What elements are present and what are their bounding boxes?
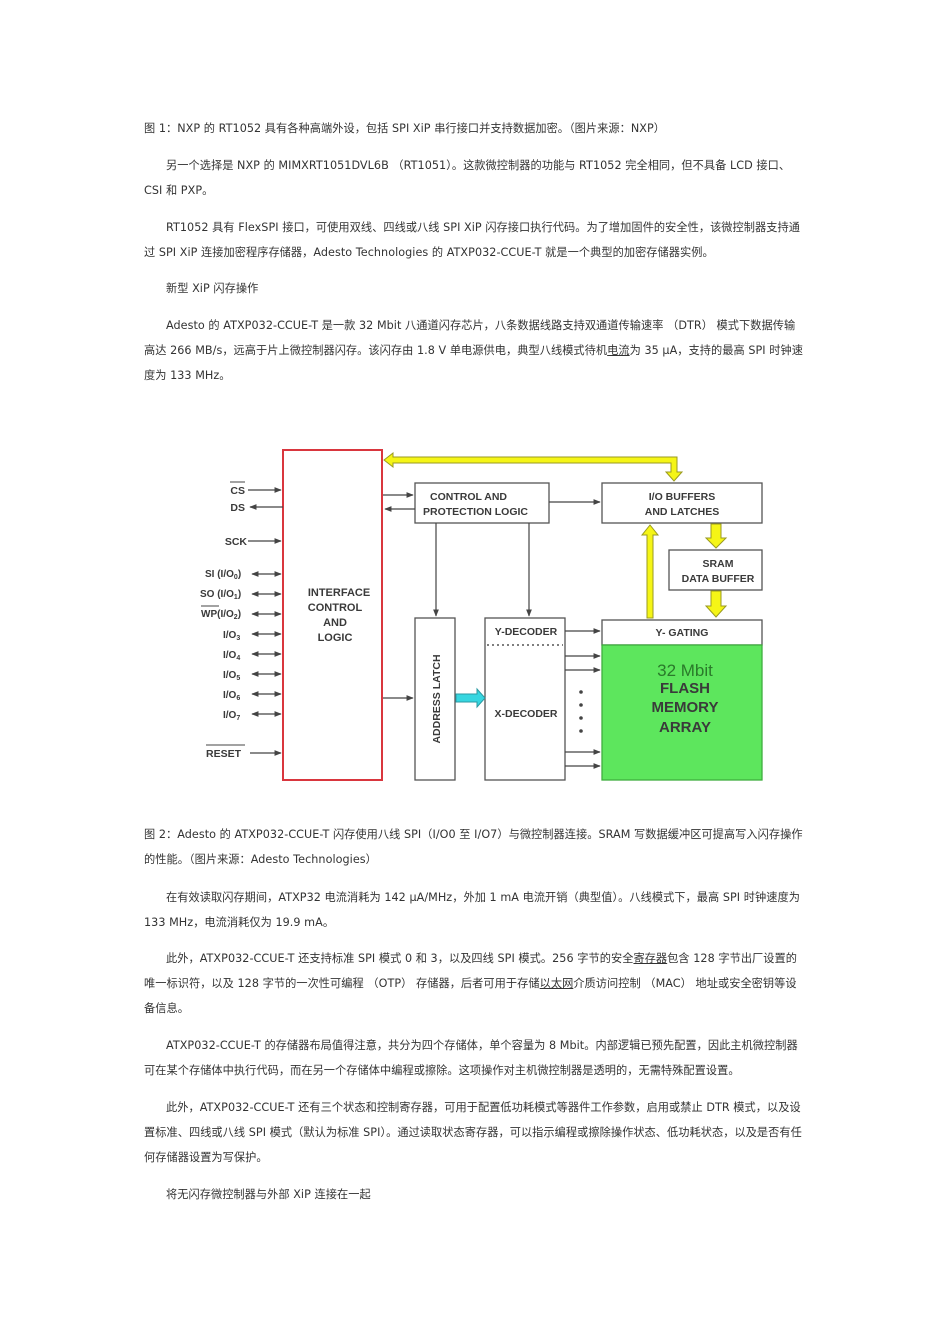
flash-capacity-label: 32 Mbit xyxy=(657,661,713,680)
control-label: PROTECTION LOGIC xyxy=(423,506,528,518)
atxp032-block-diagram: INTERFACE CONTROL AND LOGIC CS DS SCK SI… xyxy=(200,449,763,781)
pin-io5: I/O5 xyxy=(223,670,282,682)
svg-text:I/O4: I/O4 xyxy=(223,650,240,662)
svg-text:I/O7: I/O7 xyxy=(223,710,240,722)
paragraph: Adesto 的 ATXP032-CCUE-T 是一款 32 Mbit 八通道闪… xyxy=(144,313,806,388)
section-heading: 将无闪存微控制器与外部 XiP 连接在一起 xyxy=(166,1188,371,1201)
link-ethernet[interactable]: 以太网 xyxy=(539,977,574,990)
pin-reset: RESET xyxy=(206,744,282,760)
svg-text:SCK: SCK xyxy=(225,536,248,548)
svg-text:DS: DS xyxy=(230,502,245,514)
svg-text:I/O6: I/O6 xyxy=(223,690,240,702)
link-current[interactable]: 电流 xyxy=(607,344,630,357)
paragraph-text: 为 35 µA，支持的最高 SPI 时钟速度为 133 MHz。 xyxy=(144,344,803,382)
paragraph-text: Adesto 的 ATXP032-CCUE-T 是一款 32 Mbit 八通道闪… xyxy=(144,319,796,357)
flash-label: FLASH xyxy=(660,680,710,697)
paragraph: RT1052 具有 FlexSPI 接口，可使用双线、四线或八线 SPI XiP… xyxy=(144,221,800,259)
svg-text:RESET: RESET xyxy=(206,748,242,760)
pin-cs: CS xyxy=(230,481,282,497)
pin-so-io1: SO (I/O1) xyxy=(200,589,282,601)
paragraph-text: 介质访问控制 （MAC） 地址或安全密钥等设备信息。 xyxy=(144,977,797,1015)
y-gating-label: Y- GATING xyxy=(656,627,709,639)
sram-label: DATA BUFFER xyxy=(682,573,755,585)
sram-label: SRAM xyxy=(703,558,734,570)
svg-text:I/O5: I/O5 xyxy=(223,670,240,682)
interface-label: CONTROL xyxy=(308,602,363,614)
io-buffers-block xyxy=(601,482,763,524)
address-bus-arrow xyxy=(455,687,486,709)
pin-io3: I/O3 xyxy=(223,630,282,642)
paragraph: 此外，ATXP032-CCUE-T 还有三个状态和控制寄存器，可用于配置低功耗模… xyxy=(144,1101,802,1164)
paragraph: 另一个选择是 NXP 的 MIMXRT1051DVL6B （RT1051）。这款… xyxy=(144,159,791,197)
interface-control-block xyxy=(282,449,383,781)
decoder-block xyxy=(484,617,566,781)
paragraph: 在有效读取闪存期间，ATXP32 电流消耗为 142 µA/MHz，外加 1 m… xyxy=(144,891,800,929)
io-label: I/O BUFFERS xyxy=(649,491,716,503)
flash-label: ARRAY xyxy=(659,719,711,736)
pin-io4: I/O4 xyxy=(223,650,282,662)
interface-label: AND xyxy=(323,617,347,629)
sram-data-buffer-block xyxy=(668,549,763,591)
pin-ds: DS xyxy=(230,502,283,514)
pin-wp-io2: WP(I/O2) xyxy=(201,605,282,621)
paragraph-text: 此外，ATXP032-CCUE-T 还支持标准 SPI 模式 0 和 3，以及四… xyxy=(166,952,634,965)
y-gating-to-io-arrow xyxy=(640,524,660,619)
y-decoder-label: Y-DECODER xyxy=(495,626,558,638)
flash-label: MEMORY xyxy=(652,699,719,716)
data-bus-top-arrow xyxy=(383,451,684,482)
io-to-sram-arrow xyxy=(704,523,728,549)
svg-text:SI (I/O0): SI (I/O0) xyxy=(205,569,241,581)
section-heading: 新型 XiP 闪存操作 xyxy=(166,282,259,295)
link-register[interactable]: 寄存器 xyxy=(633,952,668,965)
svg-text:WP(I/O2): WP(I/O2) xyxy=(201,609,241,621)
interface-label: LOGIC xyxy=(318,632,353,644)
sram-to-y-gating-arrow xyxy=(704,590,728,618)
paragraph: 此外，ATXP032-CCUE-T 还支持标准 SPI 模式 0 和 3，以及四… xyxy=(144,946,806,1021)
pin-io7: I/O7 xyxy=(223,710,282,722)
y-gating-block xyxy=(601,619,763,646)
pin-io6: I/O6 xyxy=(223,690,282,702)
interface-label: INTERFACE xyxy=(308,587,370,599)
flash-memory-array xyxy=(601,644,763,781)
pin-sck: SCK xyxy=(225,536,282,548)
figure-2-caption: 图 2：Adesto 的 ATXP032-CCUE-T 闪存使用八线 SPI（I… xyxy=(144,828,803,866)
control-protection-block xyxy=(414,482,550,524)
figure-1-caption: 图 1：NXP 的 RT1052 具有各种高端外设，包括 SPI XiP 串行接… xyxy=(144,122,666,135)
svg-text:I/O3: I/O3 xyxy=(223,630,240,642)
control-label: CONTROL AND xyxy=(430,491,507,503)
block-diagram-figure: INTERFACE CONTROL AND LOGIC CS DS SCK SI… xyxy=(195,440,775,790)
pin-si-io0: SI (I/O0) xyxy=(205,569,282,581)
paragraph-text: 包含 128 字节出厂设置的唯一标识符，以及 128 字节的一次性可编程 （OT… xyxy=(144,952,798,990)
paragraph: ATXP032-CCUE-T 的存储器布局值得注意，共分为四个存储体，单个容量为… xyxy=(144,1039,798,1077)
svg-text:SO (I/O1): SO (I/O1) xyxy=(200,589,241,601)
svg-text:CS: CS xyxy=(230,485,245,497)
io-label: AND LATCHES xyxy=(645,506,719,518)
x-decoder-label: X-DECODER xyxy=(494,708,557,720)
address-latch-label: ADDRESS LATCH xyxy=(431,654,443,743)
address-latch-block xyxy=(414,617,456,781)
